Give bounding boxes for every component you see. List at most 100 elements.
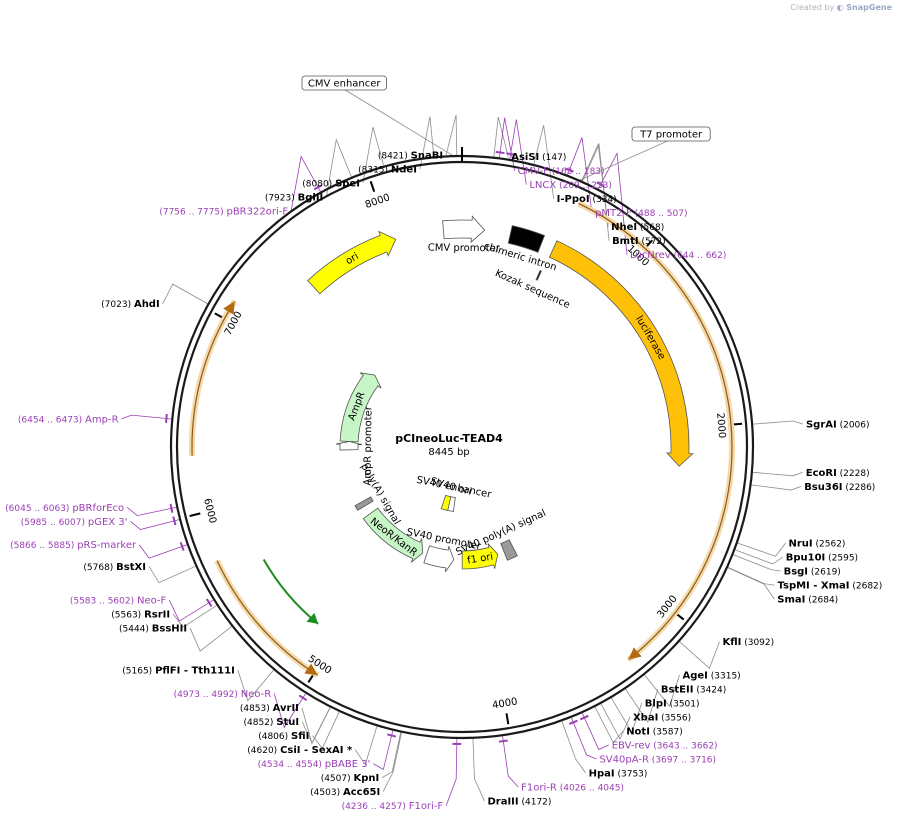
site-label-avrii: (4853) AvrII xyxy=(240,703,299,714)
orf-arc-core-1 xyxy=(191,300,236,456)
site-label-sv40pa-r: SV40pA-R (3697 .. 3716) xyxy=(599,754,716,765)
leader-tspmi-xmai xyxy=(727,566,775,586)
site-name: KflI xyxy=(722,637,741,648)
primer-mark-ebv-rev xyxy=(579,714,589,721)
site-position: (2619) xyxy=(808,568,841,578)
ruler-label-8000: 8000 xyxy=(364,192,392,211)
leader-lucnrev xyxy=(597,152,628,255)
site-position: (4853) xyxy=(240,704,273,714)
site-position: (3424) xyxy=(693,685,726,695)
site-label-sgrai: SgrAI (2006) xyxy=(806,420,870,431)
boxed-feature-frame-t7-promoter xyxy=(631,126,711,142)
site-label-bsshii: (5444) BssHII xyxy=(119,624,187,635)
orf-arc-3 xyxy=(262,559,319,625)
site-name: XbaI xyxy=(633,712,658,723)
plasmid-length: 8445 bp xyxy=(428,447,469,458)
site-label-kfli: KflI (3092) xyxy=(722,637,774,648)
orf-arrowhead-3 xyxy=(306,612,319,624)
leader-neo-f xyxy=(168,599,214,622)
site-label-pbr322ori-f: (7756 .. 7775) pBR322ori-F xyxy=(159,207,288,218)
site-name: NheI xyxy=(611,222,637,233)
leader-pgex-3 xyxy=(130,519,180,530)
leader-blpi xyxy=(610,697,643,734)
site-label-bsgi: BsgI (2619) xyxy=(784,567,841,578)
site-position: (4236 .. 4257) xyxy=(342,802,409,812)
primer-mark-pmt2-f xyxy=(564,167,574,173)
site-name: StuI xyxy=(276,717,299,728)
site-labels: (8421) SnaBI(8315) NdeI(8080) SpeI(7923)… xyxy=(5,75,882,812)
site-position: (147) xyxy=(539,153,566,163)
site-label-neo-r: (4973 .. 4992) Neo-R xyxy=(174,689,272,700)
primer-mark-neo-r xyxy=(298,694,308,702)
orf-arrowhead-0 xyxy=(628,647,642,660)
site-position: (8315) xyxy=(358,166,391,176)
site-name: F1ori-R xyxy=(521,782,557,793)
leader-nrui xyxy=(737,542,786,557)
site-name: LucNrev xyxy=(630,250,671,261)
leader-cmv-f xyxy=(499,117,516,171)
site-name: PflFI - Tth111I xyxy=(155,666,235,677)
site-label-bstxi: (5768) BstXI xyxy=(83,562,146,573)
site-label-csii-sexai: (4620) CsiI - SexAI * xyxy=(247,745,353,756)
primer-mark-neo-f xyxy=(205,598,213,607)
site-name: BlpI xyxy=(645,698,667,709)
site-position: (3697 .. 3716) xyxy=(649,755,716,765)
site-name: AsiSI xyxy=(511,152,539,163)
leader-cmv-enhancer xyxy=(341,87,453,156)
feature-cmv-promoter xyxy=(442,215,486,244)
ruler-tick-8000 xyxy=(369,180,376,192)
site-name: HpaI xyxy=(589,768,615,779)
site-position: (5563) xyxy=(111,611,144,621)
site-name: EcoRI xyxy=(806,468,837,479)
site-name: CMV-F xyxy=(518,166,549,177)
site-label-lucnrev: LucNrev (644 .. 662) xyxy=(630,250,726,261)
feature-luciferase xyxy=(548,240,694,467)
site-position: (5165) xyxy=(122,667,155,677)
leader-agei xyxy=(644,674,680,707)
feature-chimeric-intron xyxy=(507,225,546,253)
site-position: (7023) xyxy=(101,300,134,310)
site-position: (3587) xyxy=(650,727,683,737)
site-label-nrui: NruI (2562) xyxy=(789,539,846,550)
site-name: EBV-rev xyxy=(612,740,651,751)
leader-pbrforeco xyxy=(126,506,177,517)
site-label-pgex-3: (5985 .. 6007) pGEX 3' xyxy=(21,517,128,528)
site-position: (3315) xyxy=(708,671,741,681)
site-name: NotI xyxy=(626,726,650,737)
site-label-stui: (4852) StuI xyxy=(244,717,300,728)
site-name: pGEX 3' xyxy=(88,517,128,528)
site-position: (3643 .. 3662) xyxy=(650,741,717,751)
feature-poly-a-signal xyxy=(354,496,374,511)
site-name: SnaBI xyxy=(411,151,443,162)
site-label-lncx: LNCX (209 .. 233) xyxy=(529,180,612,191)
site-name: Neo-R xyxy=(241,689,272,700)
site-label-f1ori-r: F1ori-R (4026 .. 4045) xyxy=(521,782,624,793)
site-position: (2595) xyxy=(825,554,858,564)
primer-mark-sv40pa-r xyxy=(568,719,578,725)
site-name: SpeI xyxy=(335,179,360,190)
site-position: (5768) xyxy=(83,563,116,573)
site-position: (8080) xyxy=(302,180,335,190)
feature-ori xyxy=(307,230,397,295)
orf-arcs xyxy=(189,200,735,678)
site-position: (644 .. 662) xyxy=(671,251,727,261)
site-position: (8421) xyxy=(378,152,411,162)
backbone-circle xyxy=(169,147,755,740)
ruler-label-2000: 2000 xyxy=(714,412,727,438)
feature-f1-ori xyxy=(461,543,499,570)
site-label-hpai: HpaI (3753) xyxy=(589,768,648,779)
site-label-noti: NotI (3587) xyxy=(626,726,683,737)
primer-mark-pgex-3 xyxy=(172,516,177,526)
leader-neo-r xyxy=(273,693,306,729)
boxed-feature-t7-promoter: T7 promoter xyxy=(639,130,703,141)
site-name: KpnI xyxy=(353,773,379,784)
site-position: (4534 .. 4554) xyxy=(258,760,325,770)
feature-ampr-promoter xyxy=(335,441,363,451)
site-position: (2286) xyxy=(843,483,876,493)
site-label-bpu10i: Bpu10I (2595) xyxy=(786,553,858,564)
site-position: (4026 .. 4045) xyxy=(557,783,624,793)
site-name: Bpu10I xyxy=(786,553,826,564)
leader-bsgi xyxy=(733,554,781,572)
leader-bmti xyxy=(582,143,610,241)
